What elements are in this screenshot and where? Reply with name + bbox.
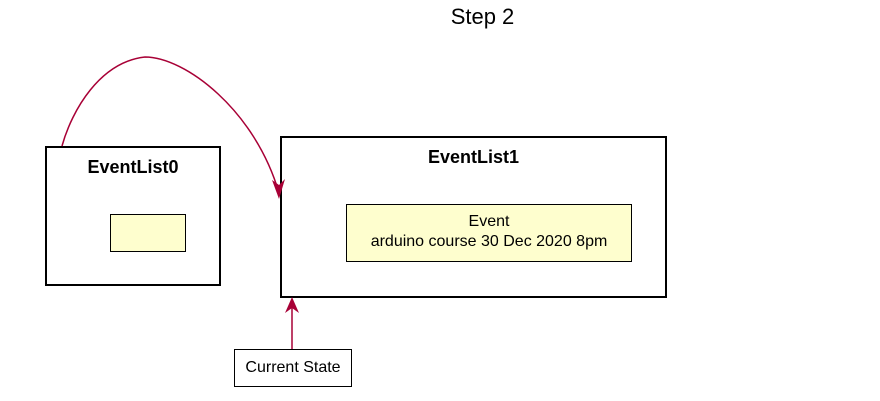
package-eventlist0: EventList0 bbox=[45, 146, 221, 286]
package-eventlist0-title: EventList0 bbox=[87, 157, 179, 177]
diagram-title: Step 2 bbox=[450, 4, 515, 29]
arrow-current-state-head bbox=[285, 297, 299, 313]
package-eventlist1-title: EventList1 bbox=[427, 147, 520, 167]
current-state-note: Current State bbox=[234, 349, 352, 387]
event-object-detail: arduino course 30 Dec 2020 8pm bbox=[370, 233, 608, 250]
empty-object-box bbox=[110, 214, 186, 252]
package-eventlist1: EventList1 Event arduino course 30 Dec 2… bbox=[280, 136, 667, 298]
event-object-box: Event arduino course 30 Dec 2020 8pm bbox=[346, 204, 632, 262]
event-object-label: Event bbox=[468, 213, 510, 230]
